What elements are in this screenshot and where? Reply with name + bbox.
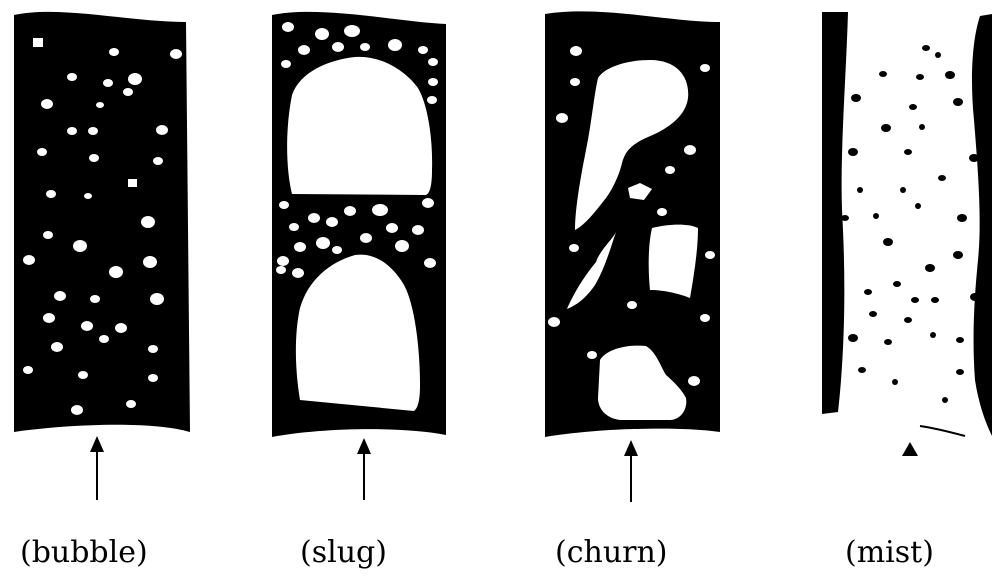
bubble-tube <box>14 12 190 432</box>
caption-bubble: (bubble) <box>20 535 148 570</box>
mist-left-liquid-film <box>822 12 848 414</box>
churn-flow-panel <box>545 11 720 502</box>
mist-right-liquid-film <box>972 14 992 436</box>
bubble-flow-arrow <box>90 436 104 500</box>
bubble-flow-panel <box>14 12 190 500</box>
mist-flow-panel <box>822 12 992 456</box>
slug-flow-panel <box>272 12 446 500</box>
mist-bottom-film-edge <box>920 426 965 436</box>
caption-mist: (mist) <box>845 535 934 570</box>
mist-droplets <box>841 45 980 403</box>
churn-middle-pocket <box>649 225 698 298</box>
mist-flow-arrow <box>902 442 918 456</box>
slug-flow-arrow <box>357 438 371 500</box>
caption-slug: (slug) <box>300 535 387 570</box>
churn-flow-arrow <box>624 440 638 502</box>
caption-churn: (churn) <box>555 535 668 570</box>
